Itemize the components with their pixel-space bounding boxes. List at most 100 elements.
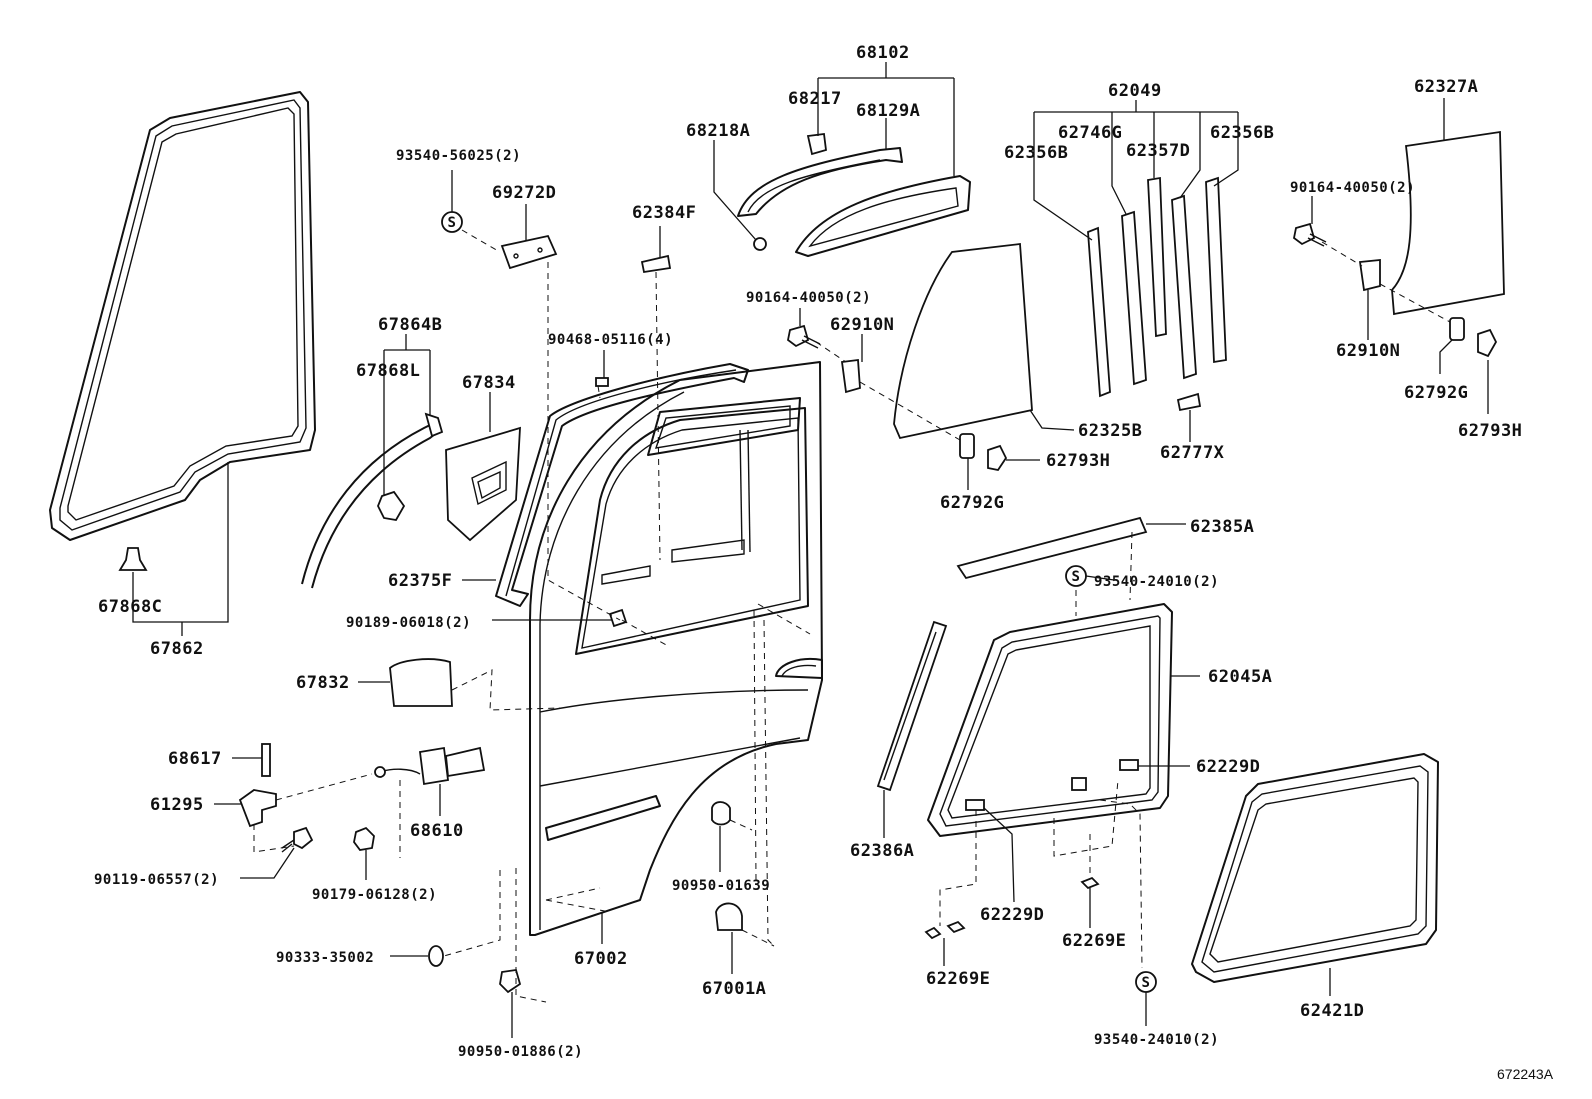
part-block-62384F <box>640 254 672 274</box>
part-pad-67832 <box>389 658 453 707</box>
part-door-67002 <box>529 361 823 936</box>
assembly-lines <box>253 229 1451 1003</box>
part-bracket-61295 <box>238 789 277 828</box>
part-moulding-68102 <box>737 132 971 257</box>
part-bracket-62910N-mid <box>840 358 861 394</box>
part-clip-90468 <box>595 377 609 387</box>
svg-text:S: S <box>1142 975 1151 991</box>
label-62356B-right: 62356B <box>1210 123 1274 143</box>
s-mark-93540-24010-bottom: S <box>1135 971 1157 993</box>
diagram-reference-code: 672243A <box>1497 1066 1554 1082</box>
s-mark-93540-56025: S <box>441 211 463 233</box>
svg-text:S: S <box>1072 569 1081 585</box>
label-69272D: 69272D <box>492 183 556 203</box>
part-spacer-62792G-right <box>1449 317 1465 341</box>
label-62325B: 62325B <box>1078 421 1142 441</box>
part-clip-90189 <box>608 608 628 628</box>
part-weatherstrip-62421D <box>1191 753 1439 983</box>
part-grommet-90950-01639 <box>711 801 731 826</box>
label-68218A: 68218A <box>686 121 750 141</box>
label-67002: 67002 <box>574 949 628 969</box>
part-bolt-90119 <box>281 826 314 853</box>
label-62327A: 62327A <box>1414 77 1478 97</box>
label-62777X: 62777X <box>1160 443 1225 463</box>
part-plug-90333 <box>428 945 444 967</box>
label-67868C: 67868C <box>98 597 162 617</box>
label-68610: 68610 <box>410 821 464 841</box>
label-68102: 68102 <box>856 43 910 63</box>
part-bracket-69272D <box>500 234 558 270</box>
label-90164-40050-right: 90164-40050(2) <box>1290 180 1415 196</box>
label-62386A: 62386A <box>850 841 914 861</box>
label-62910N-mid: 62910N <box>830 315 894 335</box>
part-strip-62386A <box>876 620 948 792</box>
label-62792G-mid: 62792G <box>940 493 1004 513</box>
part-moulding-62385A <box>956 516 1148 580</box>
part-grommet-90950-01886 <box>499 968 522 994</box>
label-62269E-right: 62269E <box>1062 931 1126 951</box>
part-screw-90164-mid <box>787 324 821 349</box>
label-68129A: 68129A <box>856 101 920 121</box>
label-62356B-left: 62356B <box>1004 143 1068 163</box>
label-90164-40050-mid: 90164-40050(2) <box>746 290 871 306</box>
label-62910N-right: 62910N <box>1336 341 1400 361</box>
part-glass-62325B <box>893 242 1033 440</box>
label-68617: 68617 <box>168 749 222 769</box>
label-62385A: 62385A <box>1190 517 1254 537</box>
part-spacer-62792G-mid <box>959 433 975 459</box>
label-93540-24010-top: 93540-24010(2) <box>1094 574 1219 590</box>
s-mark-93540-24010-top: S <box>1065 565 1087 587</box>
part-pad-62269E-left <box>924 920 966 940</box>
label-62045A: 62045A <box>1208 667 1272 687</box>
part-channel-62375F <box>495 363 749 607</box>
label-67832: 67832 <box>296 673 350 693</box>
part-weatherstrip-67862 <box>49 91 316 541</box>
part-cap-62793H-mid <box>987 444 1008 472</box>
label-62384F: 62384F <box>632 203 696 223</box>
label-67868L: 67868L <box>356 361 420 381</box>
part-hose-67864B <box>301 412 444 589</box>
part-screw-68218A <box>753 237 767 251</box>
label-62793H-mid: 62793H <box>1046 451 1110 471</box>
part-channels-62049 <box>1087 176 1227 398</box>
label-93540-56025: 93540-56025(2) <box>396 148 521 164</box>
part-screw-90164-right <box>1293 222 1327 247</box>
part-pad-67834 <box>445 426 521 542</box>
label-62375F: 62375F <box>388 571 452 591</box>
label-62269E-left: 62269E <box>926 969 990 989</box>
label-62049: 62049 <box>1108 81 1162 101</box>
part-latch-68610 <box>374 746 486 786</box>
part-panel-62327A <box>1391 130 1505 316</box>
part-cap-67001A <box>715 902 743 931</box>
label-90950-01639: 90950-01639 <box>672 878 770 894</box>
label-67864B: 67864B <box>378 315 442 335</box>
part-clip-62777X <box>1176 392 1202 412</box>
label-62229D-bottom: 62229D <box>980 905 1044 925</box>
part-pad-62269E-right <box>1080 876 1100 890</box>
part-frame-62045A <box>927 603 1173 837</box>
label-67862: 67862 <box>150 639 204 659</box>
part-nut-90179 <box>353 826 375 851</box>
label-90950-01886: 90950-01886(2) <box>458 1044 583 1060</box>
label-67001A: 67001A <box>702 979 766 999</box>
part-clip-67868C <box>118 547 148 594</box>
label-90189-06018: 90189-06018(2) <box>346 615 471 631</box>
svg-text:S: S <box>448 215 457 231</box>
label-62421D: 62421D <box>1300 1001 1364 1021</box>
label-61295: 61295 <box>150 795 204 815</box>
label-93540-24010-bottom: 93540-24010(2) <box>1094 1032 1219 1048</box>
label-67834: 67834 <box>462 373 516 393</box>
part-cap-62793H-right <box>1477 328 1498 358</box>
label-62357D: 62357D <box>1126 141 1190 161</box>
label-68217: 68217 <box>788 89 842 109</box>
label-62792G-right: 62792G <box>1404 383 1468 403</box>
part-pin-68617 <box>261 743 271 777</box>
part-bracket-62910N-right <box>1358 259 1381 292</box>
label-90333-35002: 90333-35002 <box>276 950 374 966</box>
label-62229D-right: 62229D <box>1196 757 1260 777</box>
label-90179-06128: 90179-06128(2) <box>312 887 437 903</box>
leader-lines <box>132 62 1489 1038</box>
label-62793H-right: 62793H <box>1458 421 1522 441</box>
label-90468-05116: 90468-05116(4) <box>548 332 673 348</box>
